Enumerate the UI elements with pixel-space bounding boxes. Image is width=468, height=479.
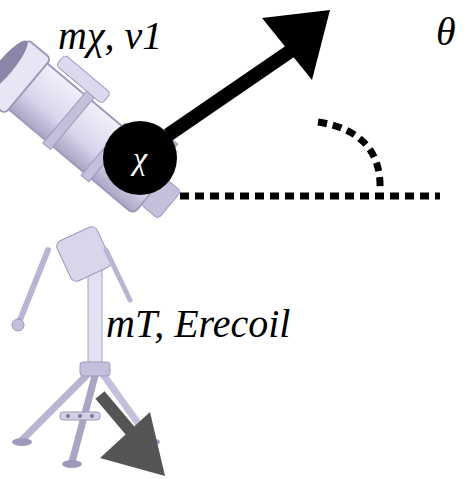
particle-circle: χ bbox=[103, 121, 177, 195]
particle-symbol: χ bbox=[133, 142, 147, 174]
target-label: mT, Erecoil bbox=[106, 302, 290, 346]
angle-arc bbox=[318, 122, 380, 190]
telescope bbox=[0, 22, 203, 468]
angle-label: θ bbox=[436, 10, 456, 54]
particle-label: mχ, v1 bbox=[58, 14, 162, 58]
recoil-arrow bbox=[100, 395, 165, 476]
reference-line bbox=[180, 193, 440, 200]
velocity-arrow bbox=[168, 10, 330, 135]
